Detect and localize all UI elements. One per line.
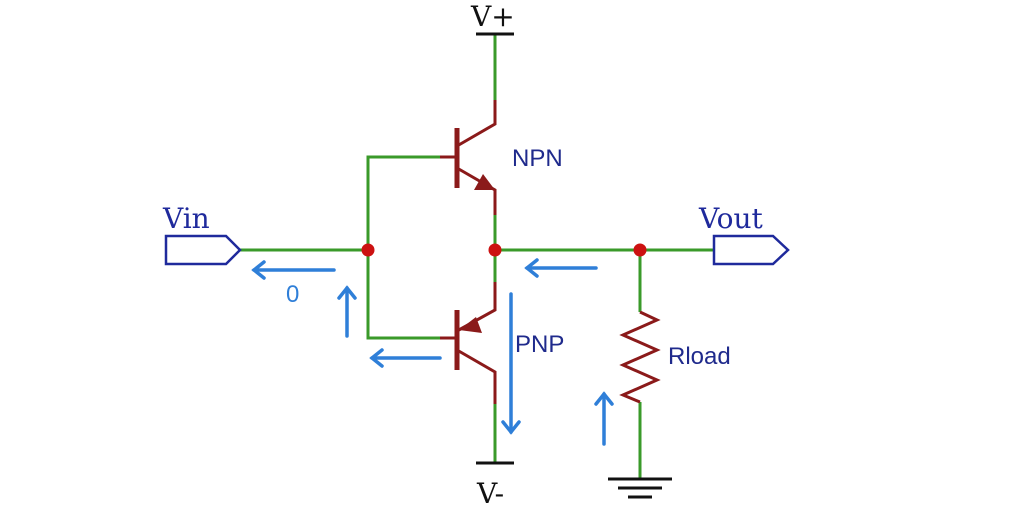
vout-port: [712, 234, 790, 266]
npn-collector-lead: [456, 100, 497, 148]
npn-label: NPN: [512, 145, 563, 172]
vin-junction-node: [361, 243, 375, 257]
arrow-down-pnp: [501, 292, 521, 435]
vminus-label: V-: [476, 477, 504, 510]
npn-transistor: [440, 100, 497, 215]
arrow-left-input: [251, 260, 336, 280]
output-junction-node: [488, 243, 502, 257]
rload-label: Rload: [668, 343, 731, 370]
vout-label: Vout: [698, 202, 764, 235]
pnp-transistor: [440, 282, 497, 404]
arrow-up-load: [594, 391, 614, 446]
vplus-label: V+: [470, 0, 515, 33]
ground-symbol: [608, 477, 672, 499]
arrow-left-pnp-base: [369, 348, 442, 368]
junction-nodes: [361, 243, 647, 257]
current-arrows: [251, 258, 614, 446]
rload-resistor: [619, 310, 661, 404]
pnp-emitter-arrow: [459, 317, 482, 333]
wires: [240, 34, 714, 478]
supply-rails: [476, 32, 514, 465]
wire-vin-node-to-pnp-base: [366, 250, 440, 340]
arrow-left-output: [524, 258, 598, 278]
npn-emitter-lead: [456, 166, 497, 215]
vin-port: [164, 234, 242, 266]
zero-current-label: 0: [286, 281, 299, 308]
arrow-up-base: [337, 285, 357, 338]
npn-emitter-arrow: [474, 174, 495, 190]
wire-npn-base-to-vin-node: [366, 155, 440, 250]
vin-label: Vin: [162, 202, 210, 235]
pnp-collector-lead: [456, 348, 497, 404]
load-junction-node: [633, 243, 647, 257]
pnp-label: PNP: [515, 331, 564, 358]
